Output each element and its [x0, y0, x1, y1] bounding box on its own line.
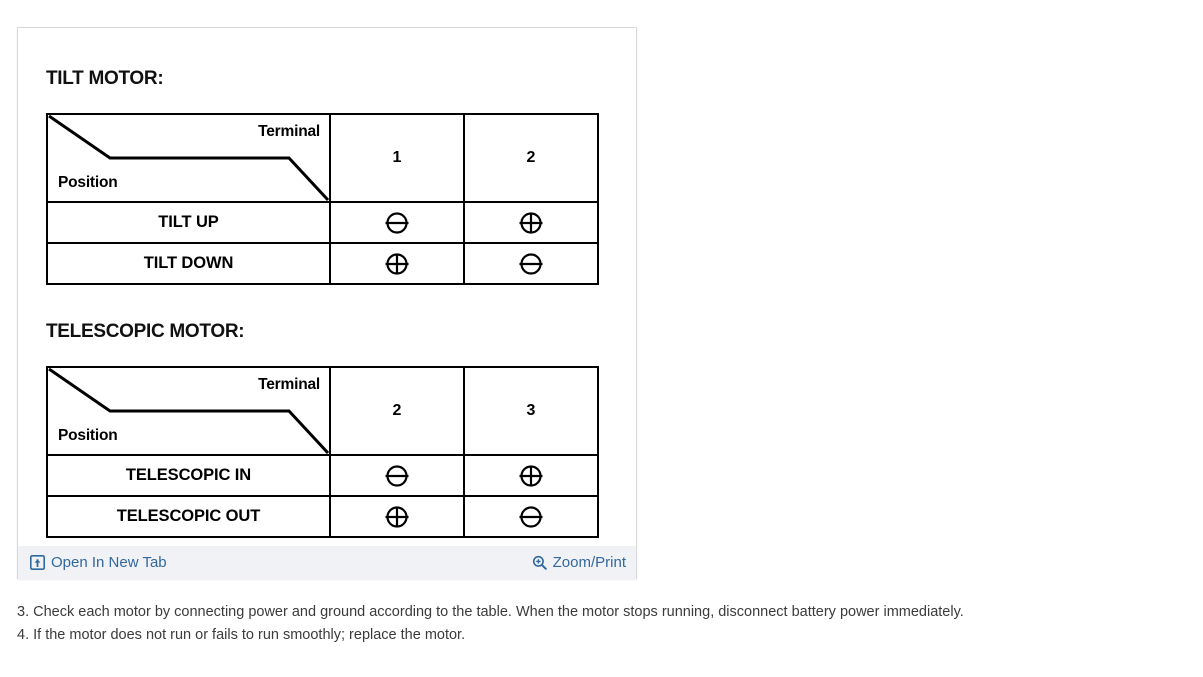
section-title-telescopic-motor: TELESCOPIC MOTOR: — [46, 321, 245, 342]
image-card-footer: Open In New Tab Zoom/Print — [18, 545, 636, 579]
telescopic-motor-table: Terminal Position 2 3 TELESCOPIC IN — [46, 366, 599, 538]
polarity-cell — [329, 495, 465, 538]
table-header-row: Terminal Position 1 2 — [46, 113, 599, 203]
circled-plus-icon — [384, 504, 410, 530]
image-viewport[interactable]: TILT MOTOR: Terminal Position 1 2 TILT U… — [18, 28, 636, 545]
table-row: TELESCOPIC IN — [46, 454, 599, 497]
zoom-in-magnifier-icon — [532, 555, 547, 570]
procedure-step-3: 3. Check each motor by connecting power … — [17, 604, 964, 620]
table-row: TILT UP — [46, 201, 599, 244]
procedure-steps: 3. Check each motor by connecting power … — [17, 601, 1197, 647]
polarity-cell — [463, 201, 599, 244]
circled-minus-icon — [518, 504, 544, 530]
corner-label-terminal: Terminal — [258, 123, 320, 140]
polarity-cell — [329, 454, 465, 497]
table-row: TELESCOPIC OUT — [46, 495, 599, 538]
section-title-tilt-motor: TILT MOTOR: — [46, 68, 164, 89]
circled-plus-icon — [384, 251, 410, 277]
polarity-cell — [329, 201, 465, 244]
polarity-cell — [463, 242, 599, 285]
corner-diagonal-divider-icon — [48, 115, 329, 201]
corner-label-position: Position — [58, 426, 118, 444]
circled-minus-icon — [384, 210, 410, 236]
polarity-cell — [463, 454, 599, 497]
table-row: TILT DOWN — [46, 242, 599, 285]
terminal-header-2: 2 — [463, 113, 599, 203]
position-label-telescopic-out: TELESCOPIC OUT — [46, 495, 331, 538]
tilt-motor-table: Terminal Position 1 2 TILT UP — [46, 113, 599, 285]
open-in-new-tab-icon — [30, 555, 45, 570]
terminal-header-2: 3 — [463, 366, 599, 456]
open-in-new-tab-label: Open In New Tab — [51, 554, 167, 571]
terminal-header-1: 2 — [329, 366, 465, 456]
circled-plus-icon — [518, 210, 544, 236]
corner-diagonal-divider-icon — [48, 368, 329, 454]
corner-label-position: Position — [58, 173, 118, 191]
position-label-tilt-up: TILT UP — [46, 201, 331, 244]
terminal-header-1: 1 — [329, 113, 465, 203]
circled-plus-icon — [518, 463, 544, 489]
circled-minus-icon — [384, 463, 410, 489]
zoom-print-link[interactable]: Zoom/Print — [532, 546, 626, 579]
corner-header-cell: Terminal Position — [46, 113, 331, 203]
position-label-tilt-down: TILT DOWN — [46, 242, 331, 285]
position-label-telescopic-in: TELESCOPIC IN — [46, 454, 331, 497]
procedure-step-4: 4. If the motor does not run or fails to… — [17, 627, 466, 643]
zoom-print-label: Zoom/Print — [552, 554, 626, 571]
corner-header-cell: Terminal Position — [46, 366, 331, 456]
circled-minus-icon — [518, 251, 544, 277]
table-header-row: Terminal Position 2 3 — [46, 366, 599, 456]
image-card: TILT MOTOR: Terminal Position 1 2 TILT U… — [17, 27, 637, 579]
polarity-cell — [463, 495, 599, 538]
polarity-cell — [329, 242, 465, 285]
open-in-new-tab-link[interactable]: Open In New Tab — [30, 546, 167, 579]
corner-label-terminal: Terminal — [258, 376, 320, 393]
